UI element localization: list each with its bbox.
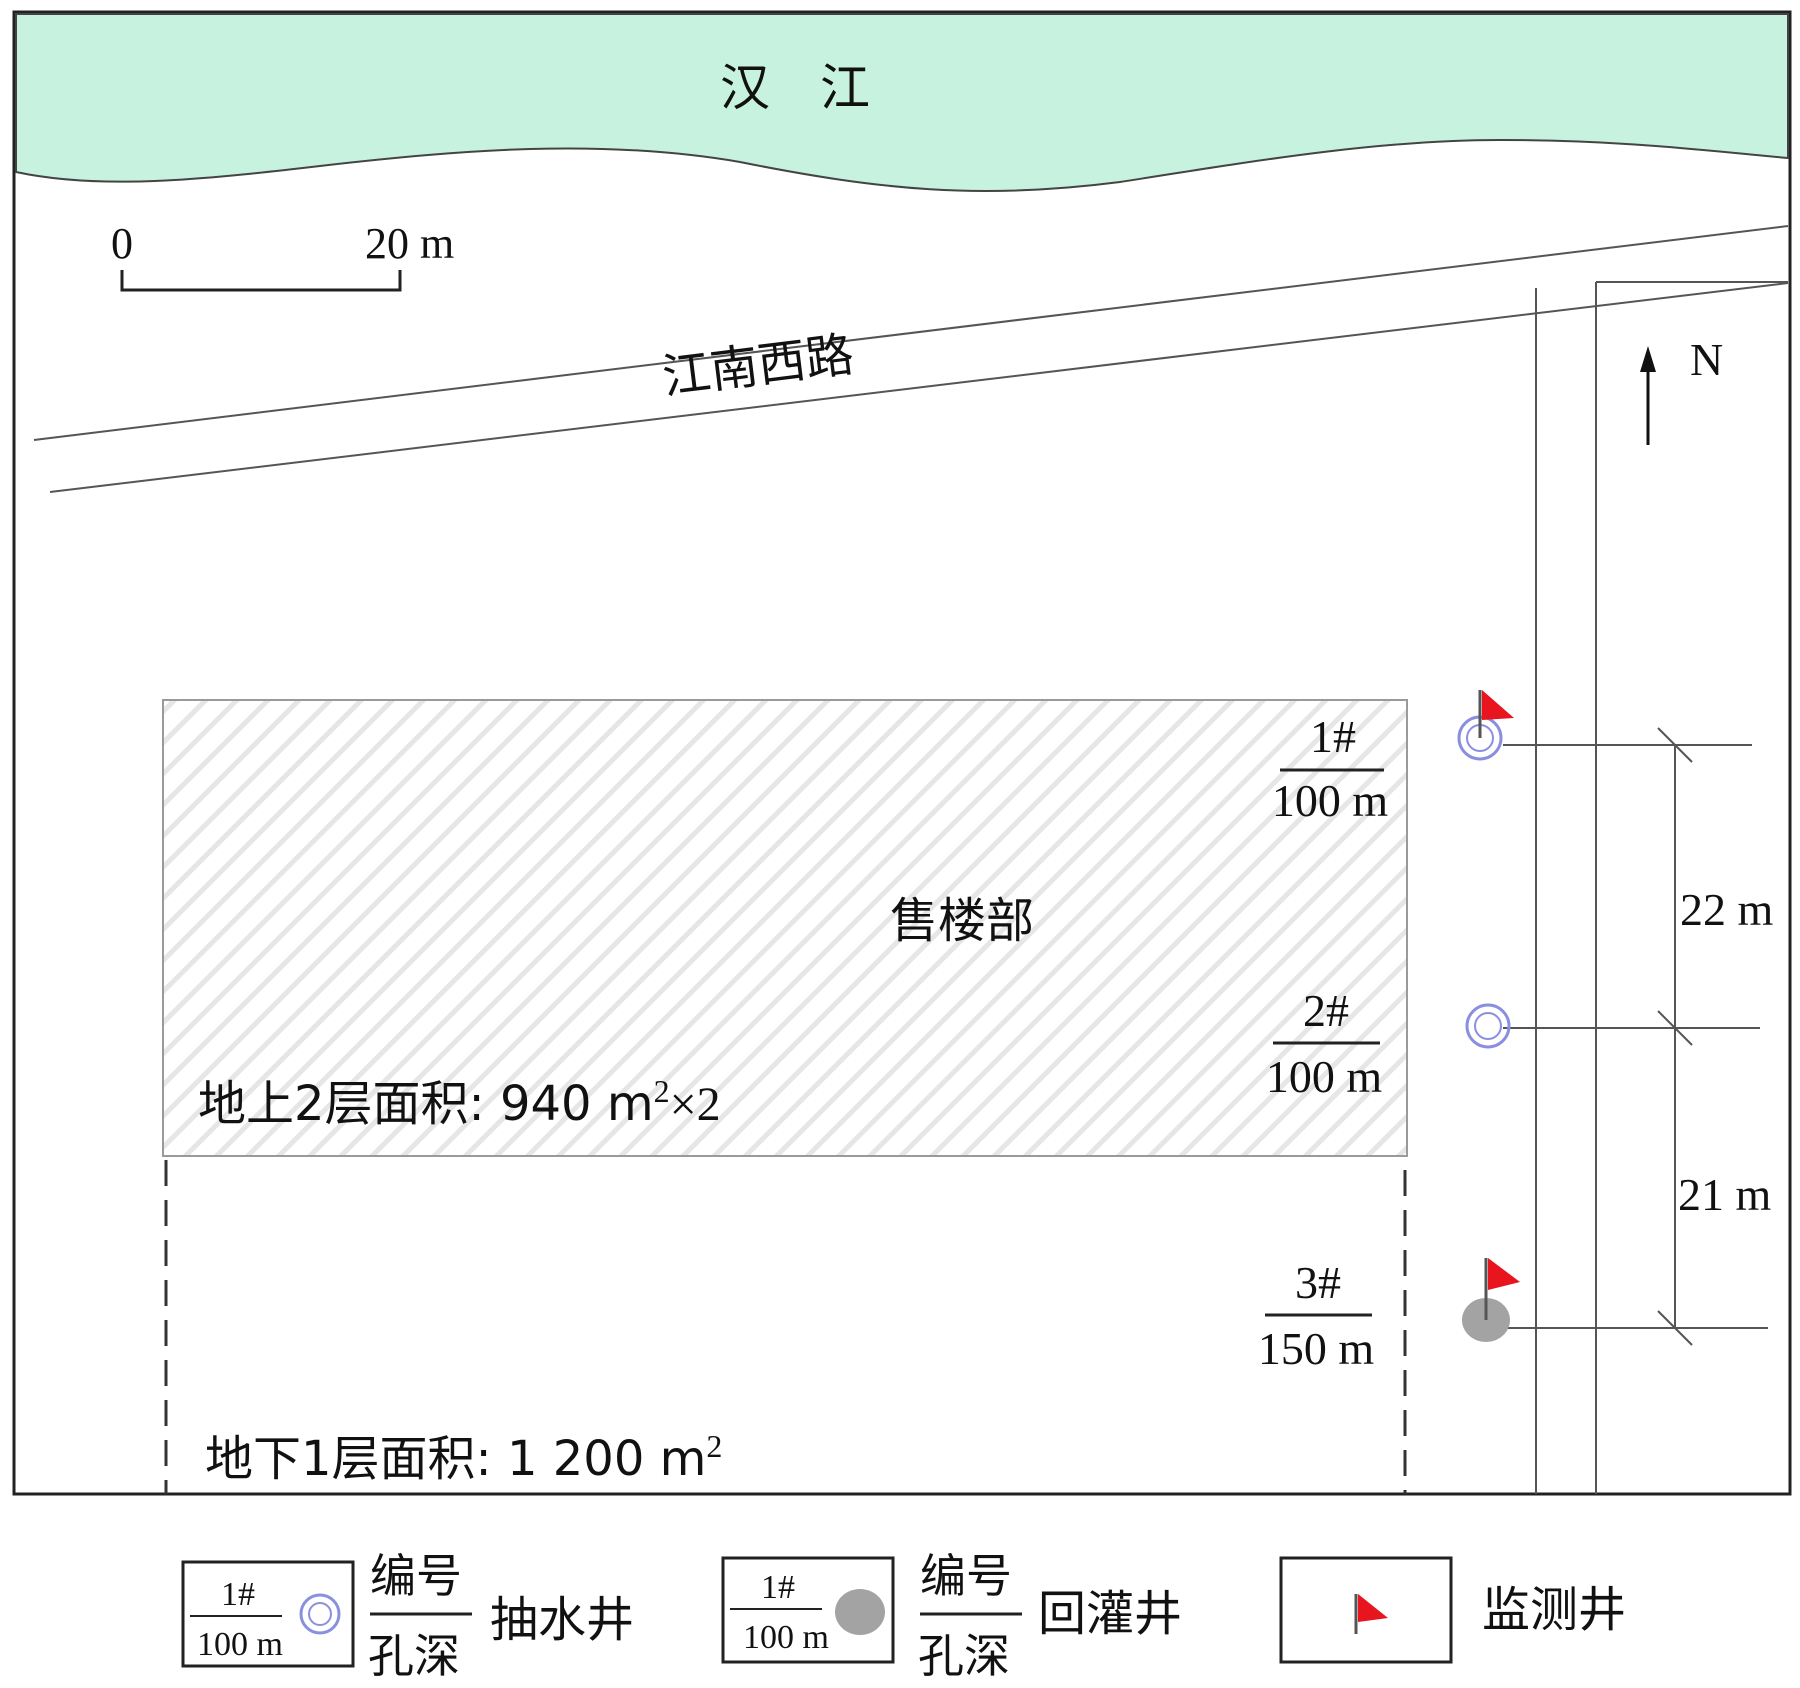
- legend-recharge-number-label: 编号: [920, 1549, 1012, 1603]
- north-label: N: [1690, 334, 1723, 385]
- river-area: [15, 13, 1789, 193]
- legend-recharge-sample-id: 1#: [761, 1569, 795, 1606]
- spacing-label-1-2: 22 m: [1680, 884, 1774, 935]
- above-ground-area-label: 地上2层面积: 940 m2×2: [198, 1073, 721, 1132]
- legend-pumping-sample-id: 1#: [221, 1576, 255, 1613]
- well-3-depth: 150 m: [1258, 1323, 1375, 1374]
- well-1-flag-icon: [1482, 690, 1514, 720]
- scale-bar: 0 20 m: [111, 219, 454, 292]
- legend-pumping-icon-inner: [308, 1602, 332, 1626]
- road-edge-north: [33, 225, 1789, 441]
- dimension-lines: [1503, 727, 1768, 1346]
- well-3-id: 3#: [1295, 1257, 1341, 1308]
- below-ground-area-label: 地下1层面积: 1 200 m2: [205, 1428, 722, 1487]
- scale-bar-end-label: 20 m: [365, 219, 454, 268]
- legend-recharge-sample-depth: 100 m: [743, 1619, 829, 1656]
- north-arrow-head: [1640, 346, 1656, 372]
- legend-pumping-box: [181, 1560, 355, 1668]
- road-edge-south: [49, 282, 1789, 493]
- legend-pumping-depth-label: 孔深: [368, 1629, 460, 1683]
- well-1-depth: 100 m: [1272, 775, 1389, 826]
- building-name: 售楼部: [890, 893, 1034, 949]
- legend-recharge-well: 1# 100 m 编号 孔深 回灌井: [721, 1549, 1182, 1683]
- north-arrow: N: [1640, 334, 1723, 445]
- well-2: 2# 100 m: [1266, 985, 1511, 1102]
- legend-recharge-name: 回灌井: [1038, 1586, 1182, 1642]
- legend-pumping-number-label: 编号: [370, 1549, 462, 1603]
- scale-bar-start-label: 0: [111, 219, 133, 268]
- well-1-id: 1#: [1310, 711, 1356, 762]
- legend-recharge-icon: [835, 1589, 885, 1635]
- well-3-flag-icon: [1488, 1258, 1520, 1290]
- well-2-pumping-icon-inner: [1474, 1012, 1502, 1040]
- well-1: 1# 100 m: [1272, 690, 1514, 826]
- legend-pumping-sample-depth: 100 m: [197, 1626, 283, 1663]
- legend-monitor-well: 监测井: [1279, 1556, 1626, 1664]
- scale-bar-line: [120, 270, 402, 292]
- river-label: 汉 江: [720, 59, 870, 117]
- spacing-label-2-3: 21 m: [1678, 1169, 1772, 1220]
- legend-pumping-well: 1# 100 m 编号 孔深 抽水井: [181, 1549, 634, 1683]
- legend-pumping-icon: [299, 1593, 341, 1635]
- well-3: 3# 150 m: [1258, 1257, 1520, 1374]
- legend-monitor-name: 监测井: [1482, 1582, 1626, 1638]
- legend-recharge-depth-label: 孔深: [918, 1629, 1010, 1683]
- well-2-id: 2#: [1303, 985, 1349, 1036]
- well-2-pumping-icon: [1465, 1003, 1511, 1049]
- building-above-ground: [162, 699, 1408, 1157]
- well-2-depth: 100 m: [1266, 1051, 1383, 1102]
- legend-monitor-flag-icon: [1358, 1594, 1388, 1622]
- legend-pumping-name: 抽水井: [490, 1592, 634, 1648]
